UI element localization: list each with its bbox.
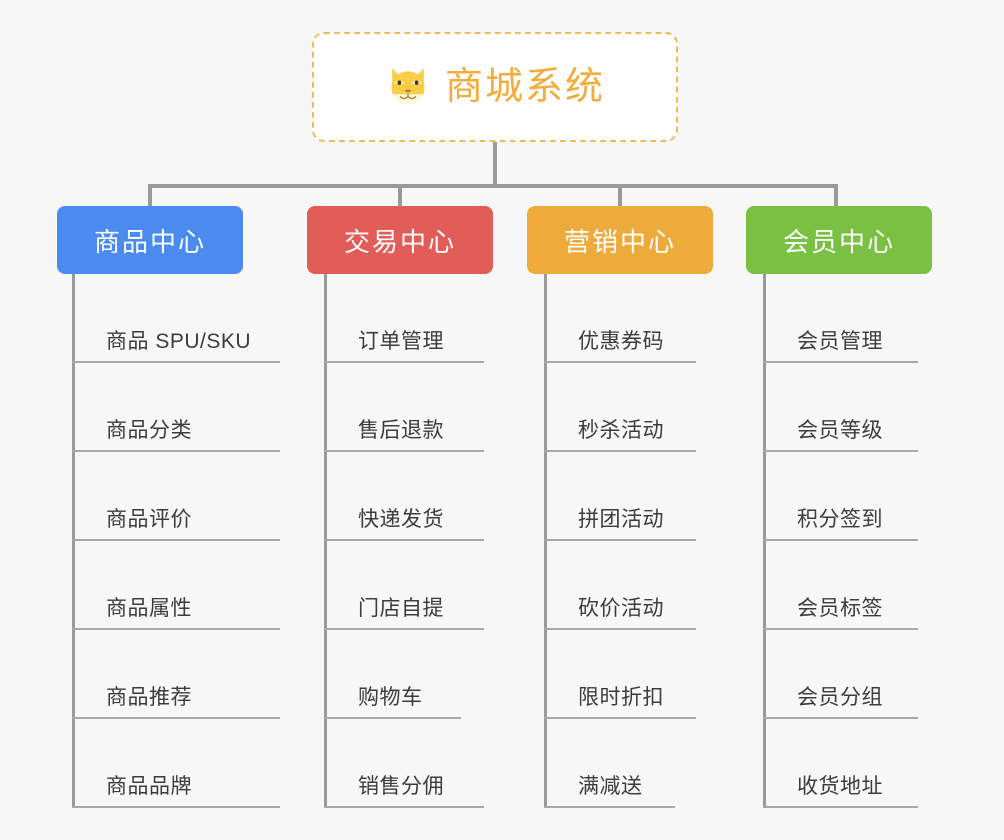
column-spine-3 [763, 274, 766, 808]
leaf-item[interactable]: 门店自提 [324, 541, 484, 630]
shiba-dog-icon [391, 68, 425, 105]
leaf-item[interactable]: 订单管理 [324, 274, 484, 363]
root-title: 商城系统 [444, 66, 605, 108]
leaf-item-label: 砍价活动 [578, 596, 664, 620]
leaf-item[interactable]: 砍价活动 [544, 541, 696, 630]
leaf-item-label: 销售分佣 [358, 774, 444, 798]
leaf-item-label: 购物车 [358, 685, 423, 709]
category-header-3[interactable]: 会员中心 [746, 206, 932, 274]
leaf-item-label: 商品属性 [106, 596, 192, 620]
leaf-item[interactable]: 快递发货 [324, 452, 484, 541]
leaf-item[interactable]: 商品分类 [72, 363, 280, 452]
column-spine-2 [544, 274, 547, 808]
leaf-item[interactable]: 商品品牌 [72, 719, 280, 808]
leaf-item-label: 满减送 [578, 774, 643, 798]
column-spine-0 [72, 274, 75, 808]
drop-connector-2 [398, 184, 402, 208]
category-header-2[interactable]: 营销中心 [527, 206, 713, 274]
category-header-label-2: 营销中心 [563, 226, 676, 257]
leaf-item-label: 商品品牌 [106, 774, 192, 798]
leaf-item-label: 会员分组 [797, 685, 883, 709]
leaf-item[interactable]: 满减送 [544, 719, 675, 808]
category-header-label-3: 会员中心 [782, 226, 895, 257]
leaf-item-label: 售后退款 [358, 418, 444, 442]
category-header-1[interactable]: 交易中心 [307, 206, 493, 274]
leaf-item[interactable]: 会员等级 [763, 363, 918, 452]
category-header-label-1: 交易中心 [343, 226, 456, 257]
leaf-item[interactable]: 收货地址 [763, 719, 918, 808]
column-spine-1 [324, 274, 327, 808]
leaf-item-label: 商品评价 [106, 507, 192, 531]
drop-connector-1 [148, 184, 152, 208]
root-stem-connector [493, 142, 497, 186]
leaf-item[interactable]: 售后退款 [324, 363, 484, 452]
leaf-item-label: 快递发货 [358, 507, 444, 531]
leaf-item[interactable]: 会员标签 [763, 541, 918, 630]
leaf-item[interactable]: 会员管理 [763, 274, 918, 363]
leaf-item[interactable]: 拼团活动 [544, 452, 696, 541]
leaf-item-label: 会员标签 [797, 596, 883, 620]
drop-connector-4 [834, 184, 838, 208]
leaf-item-label: 限时折扣 [578, 685, 664, 709]
leaf-item[interactable]: 积分签到 [763, 452, 918, 541]
leaf-item[interactable]: 会员分组 [763, 630, 918, 719]
leaf-item-label: 商品 SPU/SKU [106, 329, 252, 353]
root-node[interactable]: 商城系统 [312, 32, 678, 142]
leaf-item[interactable]: 商品推荐 [72, 630, 280, 719]
leaf-item-label: 会员等级 [797, 418, 883, 442]
leaf-item-label: 优惠券码 [578, 329, 664, 353]
category-header-label-0: 商品中心 [93, 226, 206, 257]
leaf-item[interactable]: 商品评价 [72, 452, 280, 541]
leaf-item[interactable]: 商品 SPU/SKU [72, 274, 280, 363]
leaf-item-label: 拼团活动 [578, 507, 664, 531]
leaf-item[interactable]: 商品属性 [72, 541, 280, 630]
leaf-item-label: 订单管理 [358, 329, 444, 353]
leaf-item-label: 商品分类 [106, 418, 192, 442]
leaf-item-label: 秒杀活动 [578, 418, 664, 442]
leaf-item[interactable]: 销售分佣 [324, 719, 484, 808]
leaf-item[interactable]: 秒杀活动 [544, 363, 696, 452]
leaf-item[interactable]: 购物车 [324, 630, 461, 719]
leaf-item-label: 门店自提 [358, 596, 444, 620]
drop-connector-3 [618, 184, 622, 208]
leaf-item[interactable]: 优惠券码 [544, 274, 696, 363]
leaf-item[interactable]: 限时折扣 [544, 630, 696, 719]
leaf-item-label: 商品推荐 [106, 685, 192, 709]
leaf-item-label: 收货地址 [797, 774, 883, 798]
leaf-item-label: 会员管理 [797, 329, 883, 353]
leaf-item-label: 积分签到 [797, 507, 883, 531]
bus-bar-connector [148, 184, 838, 188]
category-header-0[interactable]: 商品中心 [57, 206, 243, 274]
